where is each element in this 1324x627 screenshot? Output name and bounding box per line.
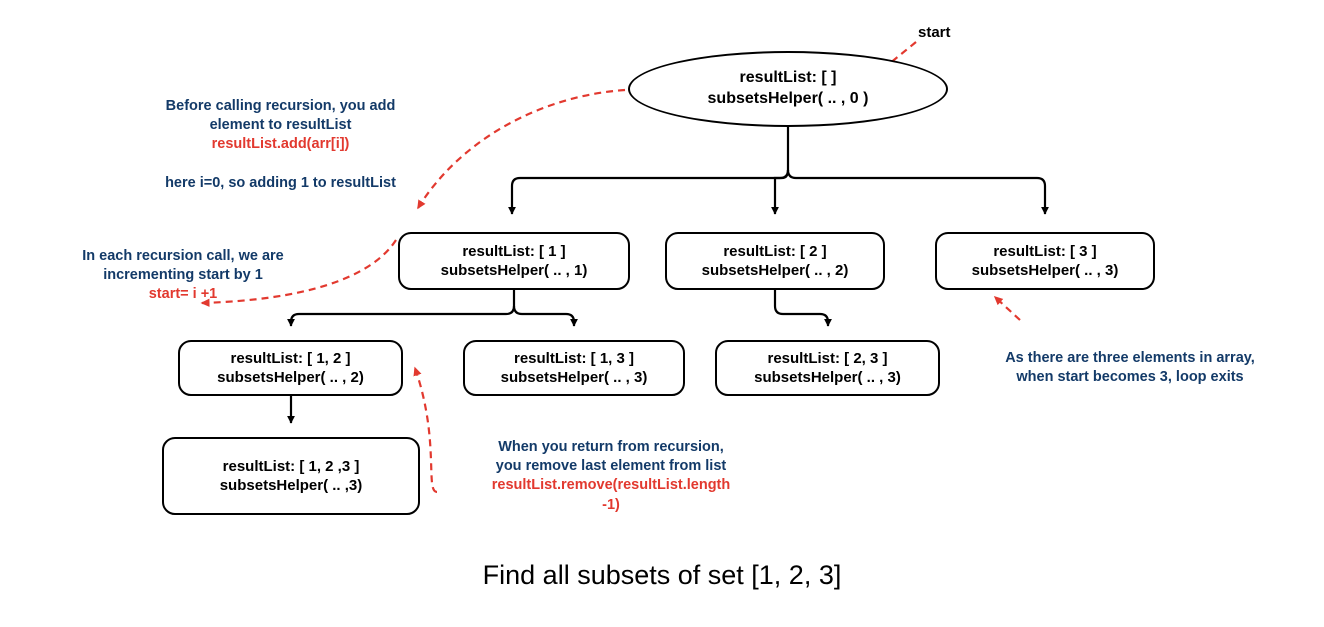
annotation-arrow-add bbox=[417, 88, 626, 210]
node-result-1-line1: resultList: [ 1 ] bbox=[462, 242, 566, 260]
node-result-2-line2: subsetsHelper( .. , 2) bbox=[701, 262, 849, 279]
node-result-1-3-line2: subsetsHelper( .. , 3) bbox=[500, 369, 648, 386]
node-result-2-3-line2: subsetsHelper( .. , 3) bbox=[754, 369, 901, 386]
annotation-add-element-text-after: here i=0, so adding 1 to resultList bbox=[165, 174, 396, 191]
node-result-2-line1: resultList: [ 2 ] bbox=[723, 242, 827, 260]
annotation-add-element-text: Before calling recursion, you add elemen… bbox=[165, 98, 396, 134]
node-result-1-3-line1: resultList: [ 1, 3 ] bbox=[513, 349, 635, 367]
node-result-2-3-line1: resultList: [ 2, 3 ] bbox=[767, 349, 888, 367]
annotation-remove-element-code: resultList.remove(resultList.length -1) bbox=[491, 477, 731, 513]
annotation-increment-start-code: start= i +1 bbox=[148, 286, 218, 303]
edge-n1-to-level3 bbox=[287, 290, 578, 327]
node-result-3[interactable]: resultList: [ 3 ] subsetsHelper( .. , 3) bbox=[935, 232, 1155, 290]
node-result-3-line2: subsetsHelper( .. , 3) bbox=[971, 262, 1119, 279]
annotation-add-element-code: resultList.add(arr[i]) bbox=[211, 136, 350, 153]
node-result-1-2-3-line2: subsetsHelper( .. ,3) bbox=[219, 477, 363, 494]
node-result-3-line1: resultList: [ 3 ] bbox=[993, 242, 1097, 260]
node-root-line1: resultList: [ ] bbox=[739, 69, 837, 87]
annotation-remove-element: When you return from recursion, you remo… bbox=[452, 419, 770, 534]
annotation-loop-exit: As there are three elements in array, wh… bbox=[975, 330, 1285, 387]
edge-root-to-level2 bbox=[508, 127, 1049, 215]
node-result-2[interactable]: resultList: [ 2 ] subsetsHelper( .. , 2) bbox=[665, 232, 885, 290]
node-result-1[interactable]: resultList: [ 1 ] subsetsHelper( .. , 1) bbox=[398, 232, 630, 290]
annotation-loop-exit-text: As there are three elements in array, wh… bbox=[1005, 350, 1255, 386]
annotation-remove-element-text: When you return from recursion, you remo… bbox=[495, 439, 727, 475]
annotation-arrow-loop-exit bbox=[993, 295, 1021, 321]
node-result-1-2-line2: subsetsHelper( .. , 2) bbox=[217, 369, 364, 386]
node-result-1-2-3[interactable]: resultList: [ 1, 2 ,3 ] subsetsHelper( .… bbox=[162, 437, 420, 515]
node-result-1-2-3-line1: resultList: [ 1, 2 ,3 ] bbox=[222, 457, 360, 475]
node-root-line2: subsetsHelper( .. , 0 ) bbox=[707, 90, 869, 107]
diagram-caption: Find all subsets of set [1, 2, 3] bbox=[482, 560, 842, 590]
annotation-increment-start: In each recursion call, we are increment… bbox=[48, 228, 318, 324]
start-label: start bbox=[918, 24, 951, 41]
node-result-2-3[interactable]: resultList: [ 2, 3 ] subsetsHelper( .. ,… bbox=[715, 340, 940, 396]
node-result-1-2-line1: resultList: [ 1, 2 ] bbox=[230, 349, 351, 367]
node-result-1-line2: subsetsHelper( .. , 1) bbox=[440, 262, 588, 279]
node-result-1-2[interactable]: resultList: [ 1, 2 ] subsetsHelper( .. ,… bbox=[178, 340, 403, 396]
node-result-1-3[interactable]: resultList: [ 1, 3 ] subsetsHelper( .. ,… bbox=[463, 340, 685, 396]
edge-n2-to-n23 bbox=[773, 290, 832, 327]
node-root[interactable]: resultList: [ ] subsetsHelper( .. , 0 ) bbox=[628, 51, 948, 127]
annotation-increment-start-text: In each recursion call, we are increment… bbox=[82, 248, 284, 284]
annotation-add-element: Before calling recursion, you add elemen… bbox=[128, 78, 433, 193]
